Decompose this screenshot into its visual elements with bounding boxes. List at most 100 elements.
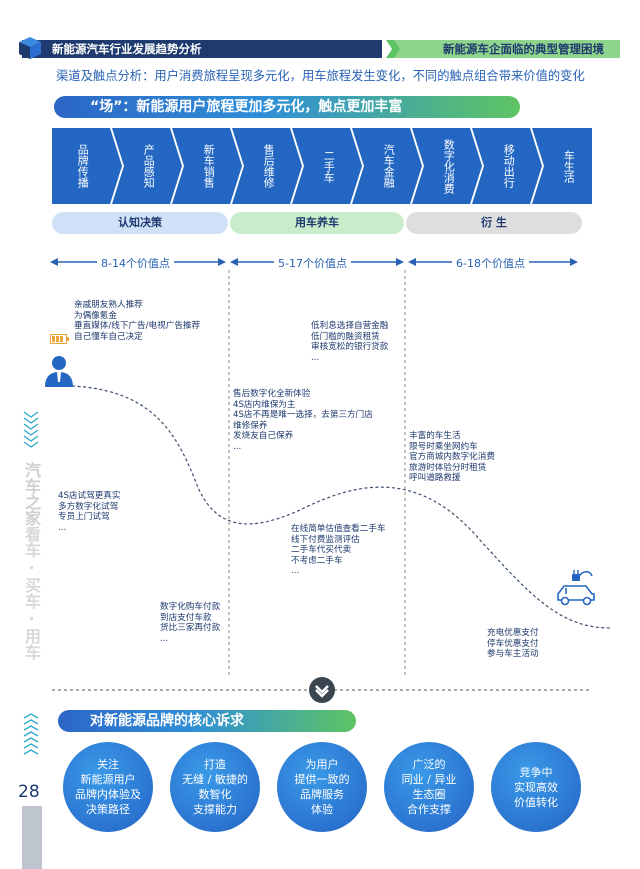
journey-chevron-row: 品牌传播 产品感知 新车销售 售后维修 二手车 汽车金融 数字化消费 移动出行 车生活 <box>52 128 592 204</box>
text-line: ... <box>58 522 67 533</box>
journey-chevron-1 <box>52 128 122 204</box>
text-line: 专员上门试驾 <box>58 512 110 522</box>
journey-step-label-1: 品牌传播 <box>76 144 90 188</box>
text-line: 充电优惠支付 <box>487 628 539 638</box>
touchpoints-group-8: 充电优惠支付停车优惠支付参与车主活动 <box>487 628 539 660</box>
text-line: ... <box>160 633 169 644</box>
header-right-title: 新能源车企面临的典型管理困境 <box>392 40 620 58</box>
text-line: ... <box>233 441 242 452</box>
side-slogan: 看车·买车·用车 <box>22 526 41 660</box>
text-line: 支撑能力 <box>193 803 237 816</box>
journey-step-label-8: 移动出行 <box>502 144 516 188</box>
text-line: 体验 <box>311 803 333 816</box>
text-line: 4S店试驾更真实 <box>58 491 121 501</box>
text-line: ... <box>311 352 320 363</box>
text-line: 线下付费监测评估 <box>291 534 360 545</box>
side-brand-text: 汽车之家看车·买车·用车 <box>20 462 42 660</box>
journey-step-label-6: 汽车金融 <box>382 144 396 188</box>
side-chevron-decoration-bottom <box>23 713 39 755</box>
journey-step-label-9: 车生活 <box>562 149 576 183</box>
journey-chevrons <box>52 128 592 204</box>
chevron-down-icon[interactable] <box>308 676 336 704</box>
text-line: 呼叫道路救援 <box>409 473 461 483</box>
text-line: 广泛的 <box>412 758 446 771</box>
page-side-bar <box>22 806 42 869</box>
demands-banner: 对新能源品牌的核心诉求 <box>58 710 356 732</box>
text-line: 数字化购车付款 <box>160 602 221 612</box>
text-line: 自己懂车自己决定 <box>74 331 143 342</box>
text-line: 关注 <box>97 758 119 771</box>
touchpoints-group-4: 丰富的车生活限号时乘坐网约车官方商城内数字化消费旅游时体验分时租赁呼叫道路救援 <box>409 431 495 484</box>
demand-circle-4: 广泛的同业 / 异业生态圈合作支撑 <box>384 742 474 832</box>
text-line: 在线简单估值查看二手车 <box>291 524 386 534</box>
value-range-2: 5-17个价值点 <box>274 255 351 271</box>
text-line: 同业 / 异业 <box>401 773 457 786</box>
touchpoints-group-2: 低利息选择自营金融低门槛的融资租赁审核宽松的银行贷款... <box>311 321 388 363</box>
text-line: 为偶像氪金 <box>74 310 117 321</box>
electric-car-icon <box>557 570 595 606</box>
text-line: 维修保养 <box>233 420 268 431</box>
text-line: 旅游时体验分时租赁 <box>409 462 487 473</box>
text-line: 二手车代买代卖 <box>291 545 352 555</box>
journey-step-label-5: 二手车 <box>322 149 336 183</box>
stage-pill-derivative: 衍 生 <box>406 212 582 234</box>
text-line: 品牌内体验及 <box>75 788 141 801</box>
page-number: 28 <box>18 782 40 802</box>
journey-chevron-7 <box>412 128 482 204</box>
text-line: 审核宽松的银行贷款 <box>311 342 389 352</box>
text-line: 垂直媒体/线下广告/电视广告推荐 <box>74 321 201 331</box>
stage-pill-usage: 用车养车 <box>230 212 404 234</box>
text-line: 低利息选择自营金融 <box>311 321 389 331</box>
demand-circle-1: 关注新能源用户品牌内体验及决策路径 <box>63 742 153 832</box>
text-line: ... <box>291 566 300 576</box>
header-left-title: 新能源汽车行业发展趋势分析 <box>22 40 382 58</box>
page-subtitle: 渠道及触点分析：用户消费旅程呈现多元化，用车旅程发生变化，不同的触点组合带来价值… <box>56 69 585 83</box>
text-line: 提供一致的 <box>294 773 350 786</box>
text-line: 生态圈 <box>412 788 446 801</box>
demand-circle-3: 为用户提供一致的品牌服务体验 <box>277 742 367 832</box>
touchpoints-group-6: 在线简单估值查看二手车线下付费监测评估二手车代买代卖不考虑二手车... <box>291 524 386 577</box>
text-line: 决策路径 <box>86 803 130 816</box>
text-line: 售后数字化全新体验 <box>233 389 311 399</box>
side-brand: 汽车之家 <box>22 462 41 526</box>
user-person-icon <box>45 356 73 387</box>
journey-chevron-2 <box>112 128 182 204</box>
journey-step-label-7: 数字化消费 <box>442 138 456 194</box>
text-line: 无缝 / 敏捷的 <box>182 773 248 786</box>
journey-chevron-6 <box>352 128 422 204</box>
journey-step-label-4: 售后维修 <box>262 144 276 188</box>
text-line: 丰富的车生活 <box>409 431 461 441</box>
text-line: 品牌服务 <box>300 788 344 801</box>
header-right-arrow-icon <box>386 40 400 58</box>
value-range-3: 6-18个价值点 <box>452 255 529 271</box>
demand-circle-5: 竞争中实现高效价值转化 <box>491 742 581 832</box>
column-dividers <box>228 270 406 675</box>
text-line: 发烧友自己保养 <box>233 431 294 441</box>
side-chevron-decoration-top <box>23 411 39 448</box>
journey-chevron-3 <box>172 128 242 204</box>
journey-curve <box>71 385 611 629</box>
text-line: 多方数字化试驾 <box>58 501 119 512</box>
text-line: 货比三家再付款 <box>160 623 221 633</box>
cube-logo-icon <box>19 37 41 59</box>
text-line: 低门槛的融资租赁 <box>311 331 380 342</box>
text-line: 合作支撑 <box>407 803 451 816</box>
text-line: 参与车主活动 <box>487 649 539 659</box>
journey-chevron-5 <box>292 128 362 204</box>
journey-chevron-9 <box>532 128 592 204</box>
battery-icon <box>50 334 69 344</box>
text-line: 打造 <box>204 758 226 771</box>
text-line: 不考虑二手车 <box>291 555 343 566</box>
journey-banner: “场”：新能源用户旅程更加多元化，触点更加丰富 <box>54 96 520 118</box>
touchpoints-group-5: 4S店试驾更真实多方数字化试驾专员上门试驾... <box>58 491 121 533</box>
text-line: 实现高效 <box>514 780 558 794</box>
text-line: 亲戚朋友熟人推荐 <box>74 300 143 310</box>
text-line: 停车优惠支付 <box>487 638 539 649</box>
journey-step-label-3: 新车销售 <box>202 144 216 188</box>
journey-chevron-4 <box>232 128 302 204</box>
demand-circle-2: 打造无缝 / 敏捷的数智化支撑能力 <box>170 742 260 832</box>
journey-step-label-2: 产品感知 <box>142 144 156 188</box>
text-line: 4S店内维保为主 <box>233 399 296 410</box>
text-line: 数智化 <box>198 788 232 801</box>
